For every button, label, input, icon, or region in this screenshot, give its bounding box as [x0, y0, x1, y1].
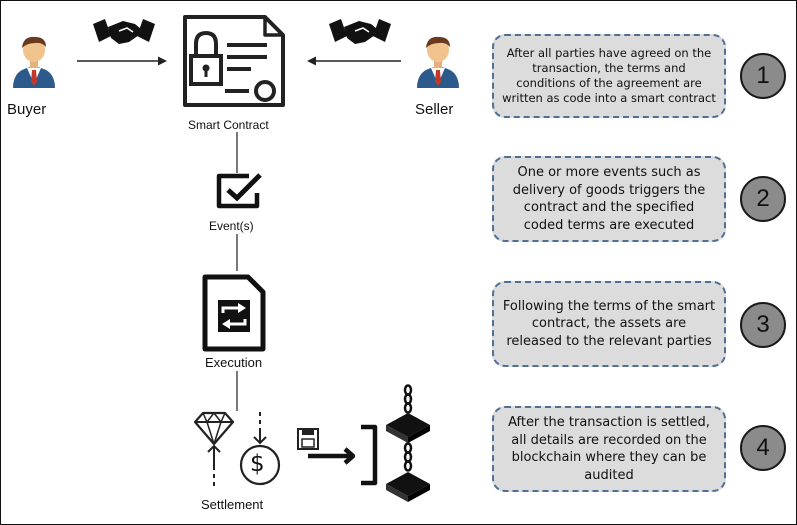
step-1-text: After all parties have agreed on the tra… — [502, 46, 716, 105]
execution-label: Execution — [205, 355, 263, 370]
step-2-number-circle: 2 — [740, 176, 786, 222]
step-4-number-circle: 4 — [740, 425, 786, 471]
dollar-coin-icon — [239, 412, 281, 486]
step-3-box: Following the terms of the smart contrac… — [492, 281, 726, 367]
save-to-blockchain-icon — [297, 424, 378, 486]
step-2-text: One or more events such as delivery of g… — [512, 165, 706, 233]
step-1-number-circle: 1 — [740, 53, 786, 99]
blockchain-icon — [386, 384, 430, 502]
step-1-box: After all parties have agreed on the tra… — [492, 34, 726, 118]
settlement-label: Settlement — [201, 497, 264, 512]
execution-document-icon — [202, 274, 266, 352]
step-2-box: One or more events such as delivery of g… — [492, 156, 726, 242]
buyer-label: Buyer — [7, 101, 47, 118]
dollar-sign: $ — [250, 451, 265, 477]
step-3-number-circle: 3 — [740, 302, 786, 348]
seller-person-icon — [417, 36, 459, 88]
step-3-number: 3 — [756, 311, 770, 338]
step-4-number: 4 — [756, 434, 770, 461]
handshake-icon-right — [329, 19, 391, 44]
smart-contract-label: Smart Contract — [188, 118, 269, 132]
handshake-icon-left — [93, 19, 155, 44]
step-3-text: Following the terms of the smart contrac… — [502, 298, 716, 349]
checkbox-event-icon — [216, 173, 262, 209]
smart-contract-document-icon — [183, 15, 285, 107]
step-1-number: 1 — [756, 62, 770, 89]
step-4-box: After the transaction is settled, all de… — [492, 406, 726, 492]
diamond-icon — [193, 411, 235, 486]
step-4-text: After the transaction is settled, all de… — [508, 415, 710, 483]
events-label: Event(s) — [209, 219, 254, 233]
seller-label: Seller — [415, 101, 454, 118]
buyer-person-icon — [13, 36, 55, 88]
step-2-number: 2 — [756, 185, 770, 212]
